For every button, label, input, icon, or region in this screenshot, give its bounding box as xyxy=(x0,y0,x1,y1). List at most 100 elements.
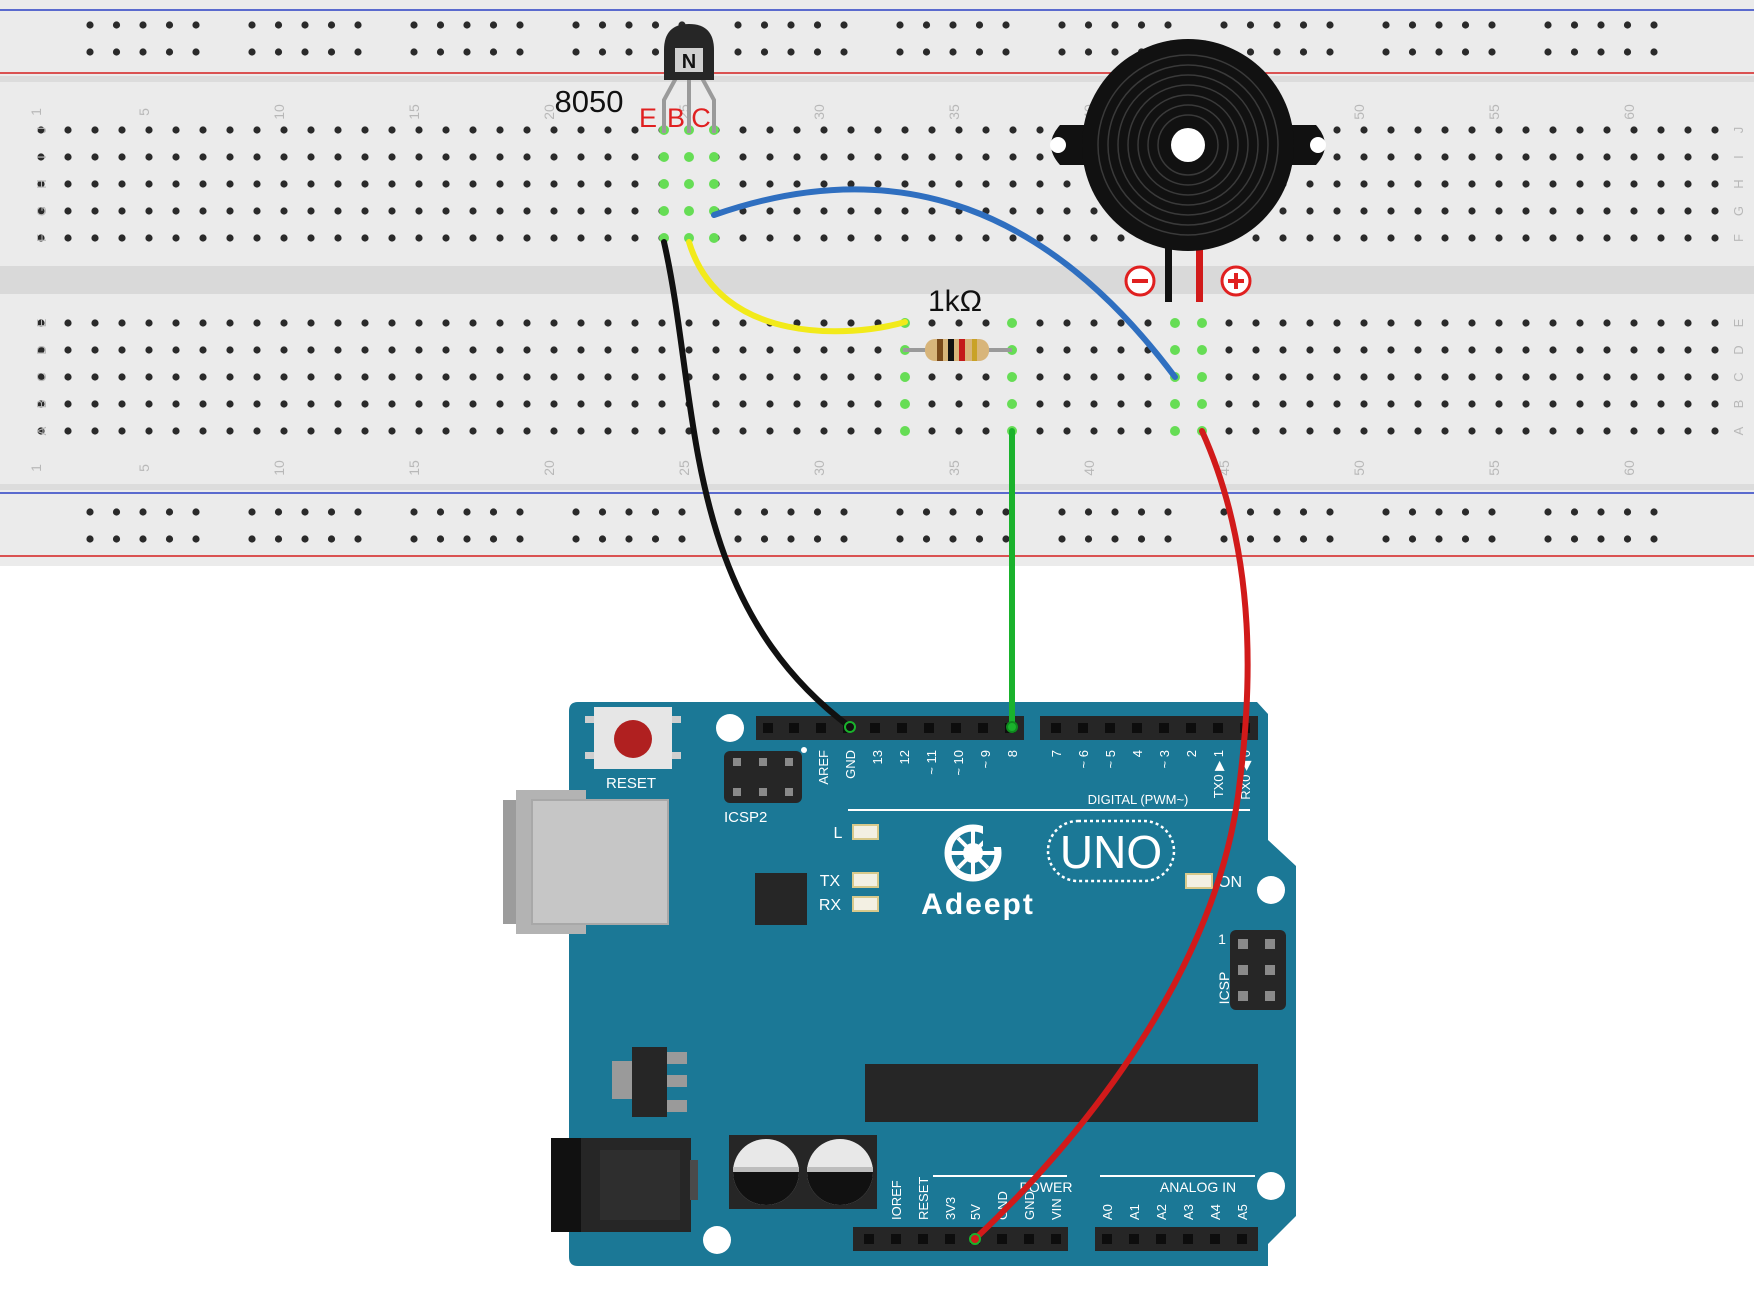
rail-hole xyxy=(760,48,769,56)
breadboard-hole xyxy=(874,400,882,408)
breadboard-hole xyxy=(469,400,477,408)
breadboard-hole xyxy=(1279,427,1287,435)
rail-hole xyxy=(1058,21,1066,29)
wire-blue[interactable] xyxy=(711,186,1178,380)
breadboard-hole xyxy=(1360,346,1368,354)
breadboard-hole xyxy=(1252,427,1260,435)
breadboard-hole xyxy=(847,373,855,381)
rail-hole xyxy=(1650,535,1658,543)
rail-hole xyxy=(625,48,633,56)
breadboard-hole xyxy=(658,427,666,435)
rail-hole xyxy=(572,535,580,543)
rail-hole xyxy=(678,535,686,543)
mounting-hole xyxy=(703,1226,731,1254)
rail-hole xyxy=(813,48,822,56)
breadboard-hole xyxy=(442,207,450,215)
rail-hole xyxy=(112,21,121,29)
breadboard-hole xyxy=(847,427,855,435)
breadboard-hole xyxy=(550,319,558,327)
column-number: 5 xyxy=(136,464,152,472)
breadboard-hole xyxy=(361,373,369,381)
model-name: UNO xyxy=(1060,826,1162,878)
breadboard-hole xyxy=(820,180,828,188)
rail-hole xyxy=(274,21,283,29)
breadboard-hole xyxy=(1414,319,1422,327)
breadboard-hole xyxy=(550,180,558,188)
breadboard-hole xyxy=(1063,319,1071,327)
wire-yellow[interactable] xyxy=(686,239,908,335)
pin-socket xyxy=(1132,723,1142,733)
breadboard-hole xyxy=(658,373,666,381)
rail-hole xyxy=(1326,48,1334,56)
breadboard-hole xyxy=(1441,319,1449,327)
breadboard-hole xyxy=(1576,180,1584,188)
breadboard-hole xyxy=(1414,346,1422,354)
reset-button[interactable] xyxy=(585,707,681,769)
breadboard-hole xyxy=(1576,234,1584,242)
pin-socket xyxy=(1078,723,1088,733)
breadboard-hole xyxy=(1036,126,1044,134)
breadboard-hole xyxy=(739,153,747,161)
breadboard-hole xyxy=(1495,234,1503,242)
icsp-header xyxy=(1230,930,1286,1010)
digital-header-right[interactable] xyxy=(1040,716,1258,740)
breadboard-hole xyxy=(91,126,99,134)
breadboard-hole xyxy=(64,346,72,354)
breadboard-hole xyxy=(1279,319,1287,327)
breadboard-hole xyxy=(388,400,396,408)
connected-hole xyxy=(659,206,669,216)
breadboard-hole xyxy=(550,207,558,215)
breadboard-hole xyxy=(1414,180,1422,188)
breadboard-hole xyxy=(1414,427,1422,435)
digital-pin-label: GND xyxy=(843,750,858,779)
breadboard-hole xyxy=(91,234,99,242)
row-letter: G xyxy=(34,206,49,216)
analog-header[interactable] xyxy=(1095,1227,1258,1251)
breadboard-hole xyxy=(442,346,450,354)
breadboard-hole xyxy=(1468,319,1476,327)
breadboard-hole xyxy=(307,427,315,435)
rail-hole xyxy=(463,48,471,56)
breadboard-hole xyxy=(172,126,180,134)
power-pin-label: 3V3 xyxy=(943,1197,958,1220)
breadboard-hole xyxy=(199,207,207,215)
breadboard-hole xyxy=(496,319,504,327)
breadboard-hole xyxy=(793,346,801,354)
breadboard-hole xyxy=(226,346,234,354)
breadboard-hole xyxy=(496,153,504,161)
breadboard-hole xyxy=(1603,126,1611,134)
breadboard-hole xyxy=(1414,234,1422,242)
breadboard-hole xyxy=(1036,180,1044,188)
wire-red[interactable] xyxy=(972,428,1251,1242)
breadboard-hole xyxy=(361,427,369,435)
breadboard-hole xyxy=(1414,400,1422,408)
breadboard-hole xyxy=(550,234,558,242)
rail-hole xyxy=(1084,48,1093,56)
wire-black[interactable] xyxy=(661,239,853,730)
breadboard-hole xyxy=(766,400,774,408)
breadboard-hole xyxy=(1414,126,1422,134)
power-header[interactable] xyxy=(853,1227,1068,1251)
breadboard-hole xyxy=(64,234,72,242)
breadboard-hole xyxy=(604,153,612,161)
pin-socket xyxy=(1102,1234,1112,1244)
rail-hole xyxy=(248,535,256,543)
breadboard-hole xyxy=(280,427,288,435)
breadboard-hole xyxy=(415,207,423,215)
breadboard-hole xyxy=(37,153,45,161)
breadboard-hole xyxy=(982,400,990,408)
breadboard-hole xyxy=(253,180,261,188)
breadboard-hole xyxy=(1657,153,1665,161)
breadboard-hole xyxy=(37,234,45,242)
breadboard-hole xyxy=(415,234,423,242)
rail-hole xyxy=(813,508,822,516)
breadboard-hole xyxy=(307,319,315,327)
breadboard-hole xyxy=(388,126,396,134)
breadboard-hole xyxy=(226,153,234,161)
breadboard-hole xyxy=(37,373,45,381)
rail-hole xyxy=(1273,21,1281,29)
pin-socket xyxy=(1210,1234,1220,1244)
breadboard-hole xyxy=(1360,180,1368,188)
breadboard-hole xyxy=(1468,234,1476,242)
breadboard-hole xyxy=(712,400,720,408)
